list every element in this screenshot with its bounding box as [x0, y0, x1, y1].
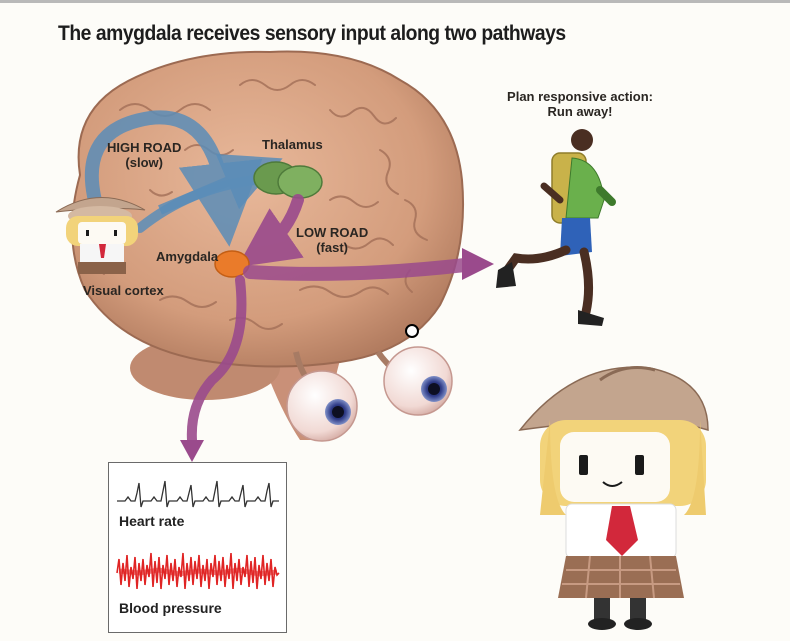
thalamus-to-cortex-arrow [135, 153, 283, 233]
cursor-indicator [405, 324, 419, 338]
heart-rate-trace [117, 480, 279, 508]
high-road-speed: (slow) [125, 155, 163, 170]
low-road-title: LOW ROAD [296, 225, 369, 240]
amygdala-label: Amygdala [156, 249, 219, 264]
high-road-label: HIGH ROAD (slow) [107, 140, 181, 170]
amygdala [214, 250, 250, 278]
low-road-arrow [237, 194, 304, 268]
blood-pressure-band [118, 567, 278, 577]
plan-action-label: Plan responsive action: Run away! [490, 89, 670, 119]
top-border [0, 0, 790, 3]
running-man-illustration [496, 129, 616, 326]
physiology-panel: Heart rate Blood pressure [108, 462, 287, 633]
physiology-traces [116, 480, 280, 590]
large-chibi-character [518, 366, 709, 630]
low-road-speed: (fast) [316, 240, 348, 255]
low-road-label: LOW ROAD (fast) [296, 225, 368, 255]
plan-action-line1: Plan responsive action: [507, 89, 653, 104]
small-chibi-character [55, 197, 146, 274]
diagram-title: The amygdala receives sensory input alon… [58, 22, 566, 45]
visual-cortex-label: Visual cortex [83, 283, 164, 298]
left-eyeball [286, 351, 358, 442]
thalamus-label: Thalamus [262, 137, 323, 152]
body-response-arrow [180, 275, 247, 462]
high-road-title: HIGH ROAD [107, 140, 182, 155]
high-road-arrow [84, 110, 263, 247]
right-eyeball [375, 346, 453, 416]
blood-pressure-label: Blood pressure [119, 600, 222, 616]
heart-rate-label: Heart rate [119, 513, 185, 529]
plan-action-line2: Run away! [547, 104, 613, 119]
action-arrow [243, 248, 494, 281]
